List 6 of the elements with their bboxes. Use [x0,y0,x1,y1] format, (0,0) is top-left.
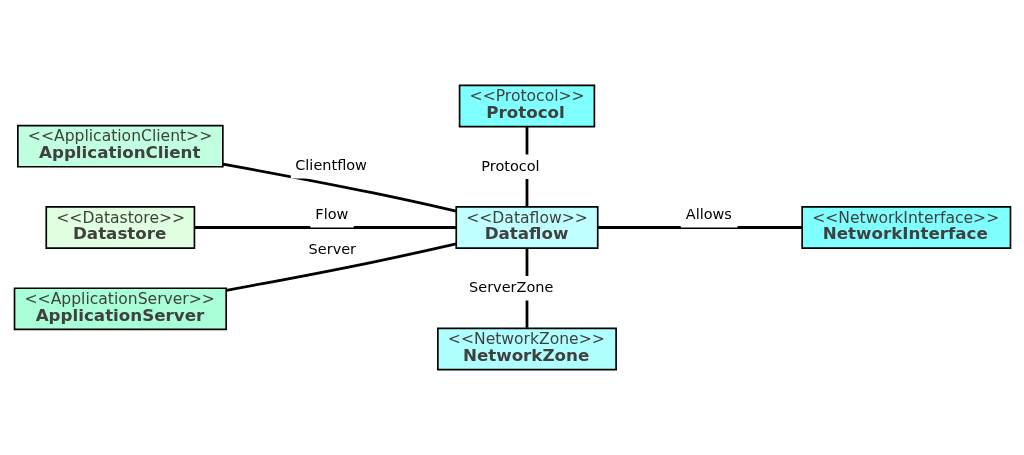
edge-label: Allows [685,206,732,223]
edge-label: Protocol [480,157,540,174]
edge-label: ServerZone [468,279,553,295]
edge-label: Server [308,240,356,257]
edge-label: Clientflow [294,157,367,174]
edge-label: Flow [314,206,348,223]
